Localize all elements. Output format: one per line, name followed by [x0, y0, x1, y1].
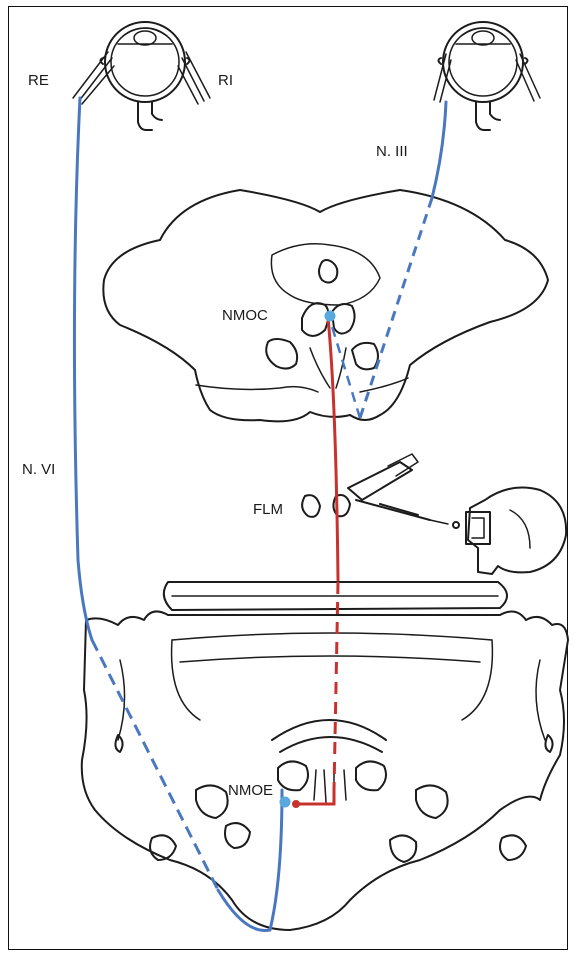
label-flm: FLM [253, 502, 283, 517]
abducens-nerve-path [74, 98, 282, 931]
label-nmoc: NMOC [222, 308, 268, 323]
label-ri: RI [218, 73, 233, 88]
label-n-iii: N. III [376, 144, 408, 159]
label-n-vi: N. VI [22, 462, 55, 477]
pons-section [82, 582, 568, 930]
right-eyeball [434, 22, 540, 130]
label-re: RE [28, 73, 49, 88]
nmoc-nucleus-marker [325, 311, 336, 322]
stimulating-electrode [348, 454, 459, 528]
recording-device [466, 488, 566, 574]
flm-structures [302, 495, 350, 517]
label-nmoe: NMOE [228, 783, 273, 798]
nmoe-red-marker [292, 800, 300, 808]
nmoe-nucleus-marker [280, 797, 291, 808]
left-eyeball [73, 22, 210, 130]
midbrain-section [103, 190, 548, 421]
